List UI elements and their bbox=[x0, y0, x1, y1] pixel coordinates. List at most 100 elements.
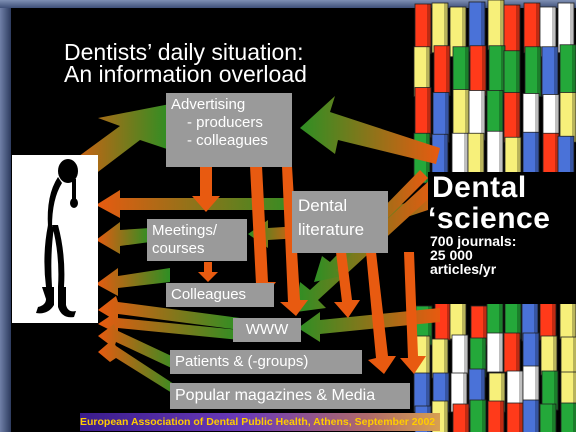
journal-book-shade bbox=[535, 93, 539, 144]
journal-book-shade bbox=[444, 339, 448, 378]
colleagues-box: Colleagues bbox=[166, 283, 274, 307]
journal-book bbox=[539, 403, 557, 432]
journal-book-shade bbox=[465, 404, 469, 432]
journal-book-shade bbox=[427, 4, 431, 54]
journal-book-shade bbox=[462, 7, 466, 57]
dental-literature-line-2: literature bbox=[298, 220, 365, 239]
journal-book-shade bbox=[553, 336, 557, 375]
journal-book-shade bbox=[465, 89, 469, 140]
journal-book-shade bbox=[462, 300, 466, 339]
arrow-to-dentist-1 bbox=[96, 190, 300, 218]
journal-book-shade bbox=[572, 44, 576, 95]
journal-book-shade bbox=[535, 400, 539, 432]
journal-book-shade bbox=[481, 369, 485, 408]
science-journals: 700 journals: bbox=[430, 233, 517, 249]
science-heading-1: Dental bbox=[432, 171, 527, 204]
journal-book-shade bbox=[572, 300, 576, 339]
journal-book-shade bbox=[500, 401, 504, 432]
journal-book-shade bbox=[519, 403, 523, 432]
journal-stacks-illustration bbox=[413, 0, 576, 432]
journal-book-shade bbox=[444, 134, 448, 184]
meetings-line-2: courses bbox=[152, 240, 205, 257]
advertising-box: Advertising - producers - colleagues bbox=[166, 93, 292, 167]
journal-book-shade bbox=[572, 92, 576, 143]
journal-book-shade bbox=[463, 373, 467, 412]
journal-book-shade bbox=[536, 3, 540, 53]
journal-book bbox=[469, 399, 487, 432]
journal-book-shade bbox=[552, 301, 556, 340]
journal-book-shade bbox=[464, 133, 468, 183]
journal-book-shade bbox=[426, 373, 430, 412]
arrow-advertising-down-2 bbox=[248, 166, 276, 298]
journal-book-shade bbox=[481, 2, 485, 52]
journal-book-shade bbox=[501, 373, 505, 412]
journal-book-shade bbox=[428, 306, 432, 345]
popular-media-box: Popular magazines & Media bbox=[170, 383, 410, 409]
journal-book-shade bbox=[517, 300, 521, 339]
journal-book-shade bbox=[554, 46, 558, 97]
arrow-to-dentist-3 bbox=[96, 268, 170, 296]
colleagues-label: Colleagues bbox=[171, 286, 247, 303]
journal-book-shade bbox=[535, 132, 539, 182]
journal-book bbox=[522, 399, 540, 432]
journal-book-shade bbox=[570, 3, 574, 53]
journal-book-shade bbox=[516, 50, 520, 101]
journal-book-shade bbox=[570, 136, 574, 186]
journal-book-shade bbox=[535, 366, 539, 405]
arrow-advertising-down-1 bbox=[192, 166, 220, 212]
journal-book-shade bbox=[519, 371, 523, 410]
journal-book-shade bbox=[427, 87, 431, 138]
journal-book bbox=[487, 400, 505, 432]
arrow-to-dentist-2 bbox=[96, 222, 150, 254]
journal-book-shade bbox=[444, 3, 448, 53]
meetings-box: Meetings/ courses bbox=[147, 219, 247, 261]
dentist-figure-panel bbox=[12, 155, 98, 323]
journal-book-shade bbox=[573, 403, 576, 432]
arrow-to-dentist-4 bbox=[98, 296, 240, 330]
top-accent-bar bbox=[0, 0, 576, 8]
journal-book-shade bbox=[516, 333, 520, 372]
journal-book-shade bbox=[445, 92, 449, 143]
patients-box: Patients & (-groups) bbox=[170, 350, 362, 374]
advertising-line-3: - colleagues bbox=[187, 132, 268, 149]
journal-book-shade bbox=[555, 94, 559, 145]
science-heading-2: ‘science bbox=[428, 202, 551, 235]
journal-book-shade bbox=[426, 336, 430, 375]
journal-book-shade bbox=[499, 333, 503, 372]
arrow-to-dentist-6 bbox=[98, 324, 180, 372]
journal-book-shade bbox=[517, 137, 521, 187]
journal-book-shade bbox=[573, 337, 576, 376]
journal-book-shade bbox=[465, 46, 469, 97]
journal-book-shade bbox=[535, 333, 539, 372]
title-line-1: Dentists’ daily situation: bbox=[64, 39, 304, 65]
journal-book-shade bbox=[554, 371, 558, 410]
journal-book-shade bbox=[482, 400, 486, 432]
science-articles-count: 25 000 bbox=[430, 247, 473, 263]
journal-book-shade bbox=[499, 131, 503, 181]
journal-book-shade bbox=[444, 401, 448, 432]
arrow-literature-down-2 bbox=[366, 252, 396, 374]
journal-book-shade bbox=[480, 133, 484, 183]
journal-book bbox=[452, 403, 470, 432]
journal-book-shade bbox=[446, 45, 450, 96]
dental-literature-line-1: Dental bbox=[298, 196, 348, 215]
science-articles-unit: articles/yr bbox=[430, 261, 497, 277]
dental-literature-box: Dental literature bbox=[292, 191, 388, 253]
popular-media-label: Popular magazines & Media bbox=[175, 387, 376, 404]
advertising-line-1: Advertising bbox=[171, 96, 246, 113]
journal-book-shade bbox=[555, 133, 559, 183]
journal-book bbox=[560, 402, 576, 432]
journal-book-shade bbox=[464, 335, 468, 374]
journal-book-shade bbox=[481, 90, 485, 141]
journal-book-shade bbox=[482, 338, 486, 377]
www-label: WWW bbox=[245, 321, 289, 338]
journal-book-shade bbox=[426, 46, 430, 97]
title-line-2: An information overload bbox=[64, 61, 307, 87]
journal-book-shade bbox=[552, 404, 556, 432]
journal-book-shade bbox=[552, 7, 556, 57]
arrow-science-to-advertising bbox=[300, 96, 440, 164]
arrow-literature-down-1 bbox=[334, 252, 360, 318]
left-accent-bar bbox=[0, 0, 11, 432]
